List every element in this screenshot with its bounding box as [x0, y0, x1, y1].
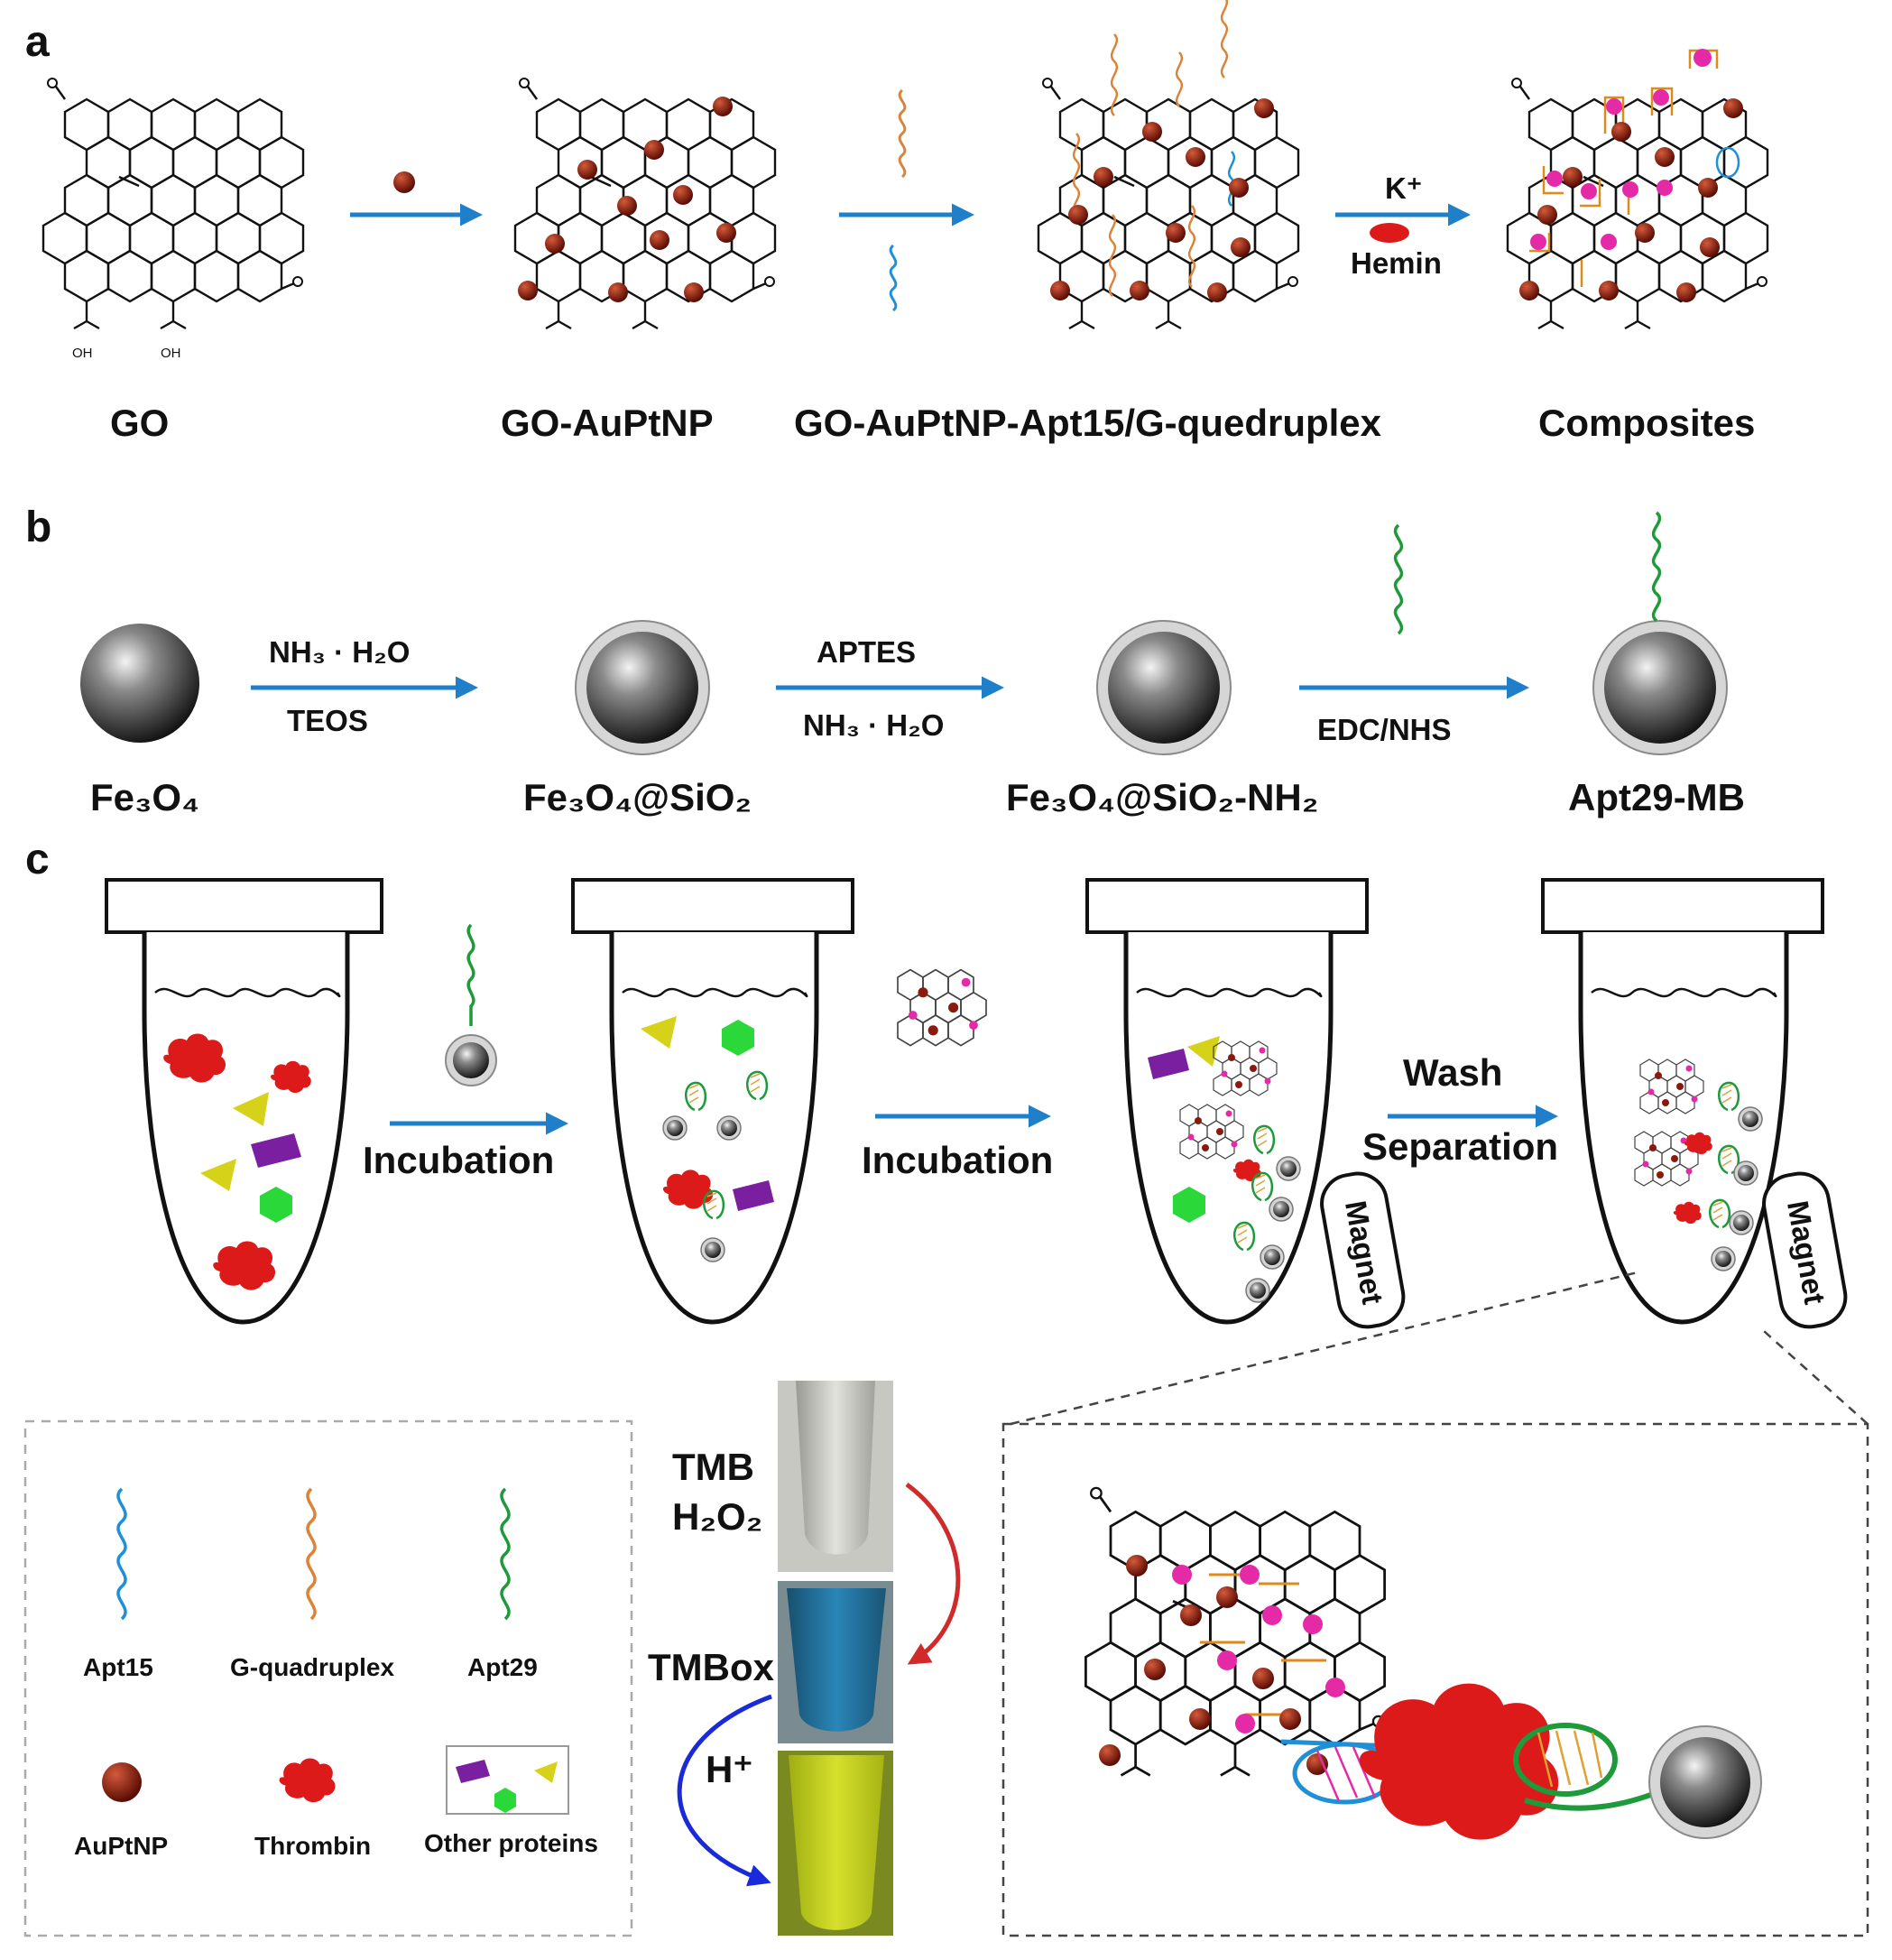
fe3o4-sio2-nh2-core — [1108, 632, 1220, 744]
legend-apt15-label: Apt15 — [83, 1653, 153, 1681]
tube-2 — [571, 878, 854, 1325]
legend-apt29-icon — [500, 1487, 511, 1621]
panel-letter-c: c — [25, 836, 50, 883]
oh-label-1: OH — [72, 346, 93, 361]
tube-1 — [105, 878, 383, 1325]
magnet-1: Magnet — [1320, 1171, 1406, 1329]
apt29-attached-strand — [1651, 511, 1662, 623]
go-sheet-4 — [1506, 49, 1769, 330]
legend-box — [23, 1419, 633, 1937]
legend-apt15-icon — [116, 1487, 127, 1621]
stage-label-fe3o4: Fe₃O₄ — [90, 776, 199, 818]
arrow-b1-label-top: NH₃ · H₂O — [269, 635, 410, 669]
reagent-h2o2: H₂O₂ — [672, 1495, 762, 1538]
arrow-c3-label-wash: Wash — [1403, 1051, 1502, 1094]
apt29-mb-icon-strand — [466, 923, 475, 1026]
apt15-strand-icon — [889, 244, 898, 312]
acid-h-plus: H⁺ — [706, 1748, 753, 1790]
arrow-b1-label-bottom: TEOS — [287, 704, 368, 737]
composite-icon — [897, 968, 987, 1047]
oh-label-2: OH — [161, 346, 181, 361]
stage-label-composites: Composites — [1538, 402, 1755, 444]
arrow-b2-label-top: APTES — [817, 635, 916, 669]
tube-4 — [1541, 878, 1824, 1325]
photo-yellow-tube — [778, 1751, 893, 1936]
hemin-icon — [1370, 223, 1409, 243]
arrow-b3-label-bottom: EDC/NHS — [1317, 713, 1452, 746]
legend-other-proteins-label: Other proteins — [424, 1829, 598, 1857]
photo-blue-tube — [778, 1581, 893, 1743]
fe3o4-core — [80, 624, 199, 743]
apt29-mb-icon-core — [453, 1042, 489, 1078]
stage-label-go: GO — [110, 402, 169, 444]
apt29-mb-core — [1604, 632, 1716, 744]
gquad-strand-icon — [898, 88, 907, 179]
panel-letter-b: b — [25, 504, 51, 551]
stage-label-go-auptnp: GO-AuPtNP — [501, 402, 714, 444]
legend-thrombin-icon — [279, 1758, 336, 1803]
panel-letter-a: a — [25, 18, 50, 66]
reagent-tmb: TMB — [672, 1446, 754, 1488]
legend-gquad-icon — [306, 1487, 317, 1621]
go-sheet-3 — [1037, 0, 1300, 330]
zoom-box — [1001, 1422, 1869, 1937]
zoom-connector-lines — [1010, 1271, 1869, 1426]
arrow-tmb-to-tmbox — [905, 1482, 961, 1665]
arrow-b2-label-bottom: NH₃ · H₂O — [803, 708, 944, 742]
legend-other-proteins-icon — [446, 1745, 569, 1815]
stage-label-fe3o4-sio2-nh2: Fe₃O₄@SiO₂-NH₂ — [1006, 776, 1318, 818]
apt29-strand-icon — [1393, 523, 1404, 635]
stage-label-apt29-mb: Apt29-MB — [1568, 776, 1745, 818]
product-tmbox: TMBox — [648, 1646, 775, 1688]
arrow-c1-label: Incubation — [363, 1139, 554, 1181]
magnet-2: Magnet — [1762, 1171, 1848, 1329]
go-sheet-2 — [513, 77, 777, 330]
legend-apt29-label: Apt29 — [467, 1653, 538, 1681]
arrow-a3-label-hemin: Hemin — [1351, 246, 1442, 280]
stage-label-fe3o4-sio2: Fe₃O₄@SiO₂ — [523, 776, 752, 818]
photo-clear-tube — [778, 1381, 893, 1572]
legend-auptnp-icon — [102, 1762, 142, 1802]
legend-gquad-label: G-quadruplex — [230, 1653, 394, 1681]
tube-3 — [1085, 878, 1369, 1325]
fe3o4-sio2-core — [586, 632, 698, 744]
arrow-c3-label-separation: Separation — [1362, 1125, 1558, 1168]
arrow-a3-label-k: K⁺ — [1385, 171, 1422, 205]
stage-label-go-auptnp-apt15: GO-AuPtNP-Apt15/G-quedruplex — [794, 402, 1382, 444]
arrow-c2-label: Incubation — [862, 1139, 1053, 1181]
arrow-tmbox-to-yellow — [677, 1694, 772, 1887]
legend-thrombin-label: Thrombin — [254, 1832, 371, 1860]
nanoparticle-icon — [393, 171, 415, 193]
go-sheet-1: OH OH — [42, 77, 305, 361]
zoom-complex — [1084, 1486, 1762, 1840]
legend-auptnp-label: AuPtNP — [74, 1832, 168, 1860]
